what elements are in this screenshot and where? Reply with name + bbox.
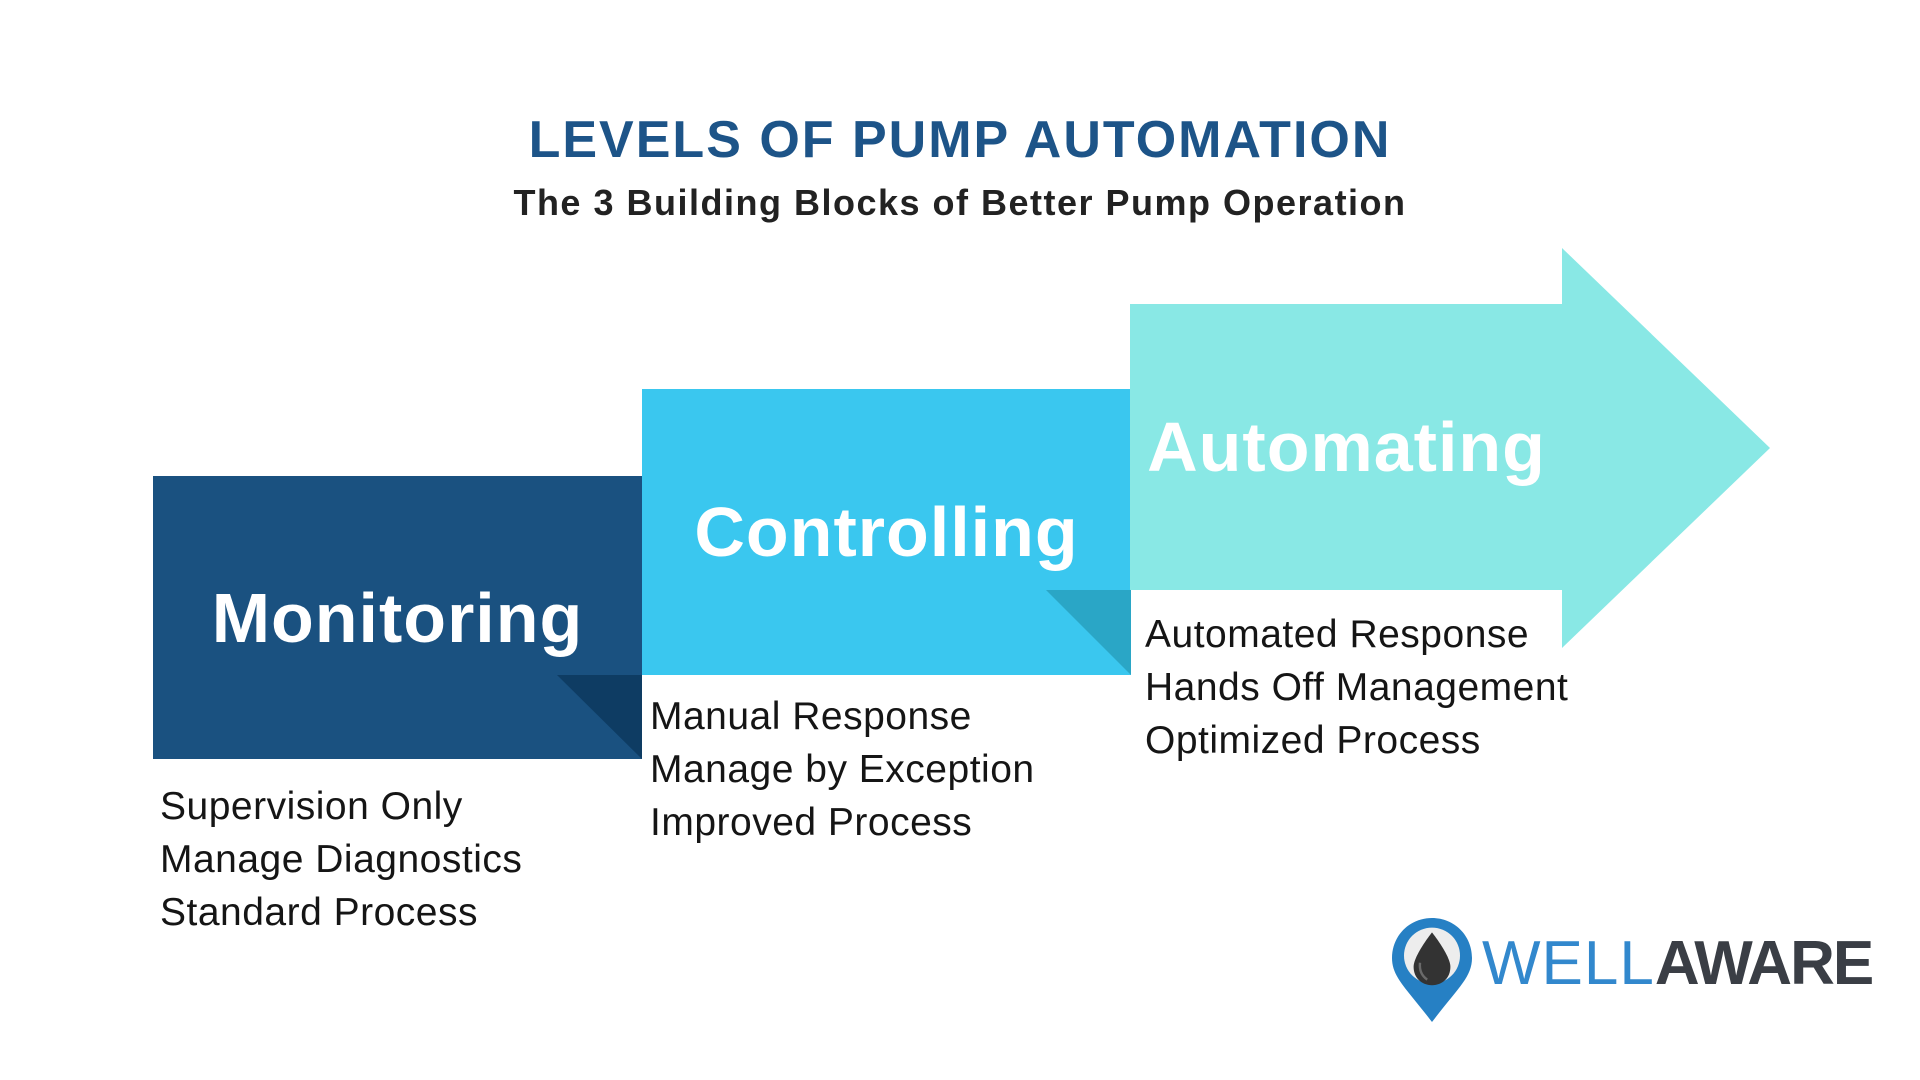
controlling-label: Controlling [694, 493, 1079, 571]
controlling-feature-list: Manual Response Manage by Exception Impr… [650, 690, 1035, 849]
map-pin-oil-drop-icon [1392, 918, 1472, 1022]
automating-block: Automating [1130, 304, 1563, 590]
arrow-head [1562, 248, 1770, 648]
logo-aware-text: AWARE [1654, 928, 1874, 998]
list-item: Standard Process [160, 891, 479, 934]
logo-well-text: WELL [1482, 928, 1655, 998]
list-item: Optimized Process [1145, 719, 1481, 762]
automating-label: Automating [1147, 408, 1546, 486]
list-item: Improved Process [650, 801, 973, 844]
list-item: Manage Diagnostics [160, 838, 523, 881]
list-item: Automated Response [1145, 613, 1530, 656]
controlling-block: Controlling [642, 389, 1131, 675]
monitoring-block: Monitoring [153, 476, 642, 759]
drop-highlight [1418, 962, 1428, 981]
list-item: Manual Response [650, 695, 972, 738]
list-item: Manage by Exception [650, 748, 1035, 791]
monitoring-feature-list: Supervision Only Manage Diagnostics Stan… [160, 780, 522, 939]
list-item: Supervision Only [160, 785, 463, 828]
monitoring-label: Monitoring [211, 578, 584, 657]
automating-feature-list: Automated Response Hands Off Management … [1145, 608, 1568, 767]
page-subtitle: The 3 Building Blocks of Better Pump Ope… [513, 182, 1407, 223]
list-item: Hands Off Management [1145, 666, 1569, 709]
oil-drop-icon [1413, 932, 1451, 986]
page-title: LEVELS OF PUMP AUTOMATION [528, 111, 1392, 169]
